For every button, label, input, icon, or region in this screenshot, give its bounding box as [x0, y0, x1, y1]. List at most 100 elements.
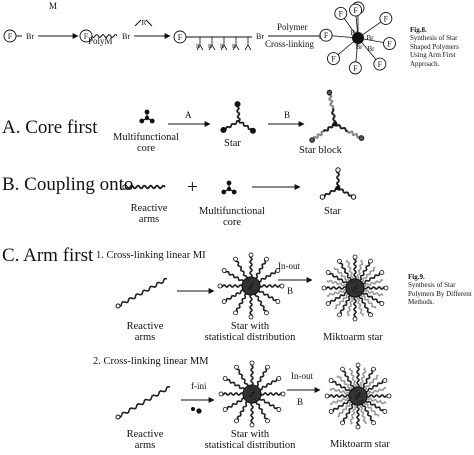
pendant-vinyl-4: [244, 37, 252, 51]
section-c-title: C. Arm first: [2, 245, 94, 266]
c2-miktoarm-core-speck-9: [354, 395, 358, 399]
c2-miktoarm-arm2-9: [329, 387, 351, 395]
c2-miktoarm-arm-6: [356, 404, 360, 428]
c2-star-end-0: [249, 360, 255, 366]
c1-miktoarm-end-4: [379, 301, 385, 306]
c2-linear-arm-end: [115, 414, 121, 420]
c2-miktoarm-arm-5: [361, 403, 375, 423]
core-b-center: [226, 186, 232, 192]
section-c-step1-in-out: In-out: [278, 261, 300, 271]
fig8-star-f-1: [379, 12, 393, 25]
c2-miktoarm-end-4: [382, 409, 388, 414]
c2-star-arm-6: [250, 402, 254, 426]
c2-star-end-8: [222, 407, 228, 412]
bromide-label-3: Br: [256, 32, 264, 41]
c1-linear-arm-end: [115, 303, 121, 309]
c2-miktoarm-core-speck-13: [358, 394, 362, 397]
c1-star-arm-8: [224, 289, 244, 303]
c1-miktoarm-core-speck-12: [353, 286, 357, 290]
c1-miktoarm-arm2-6: [346, 295, 354, 317]
c2-star-arm-2: [259, 377, 279, 391]
star-block-core: [332, 121, 338, 127]
fig8-star-f-8: [349, 3, 363, 17]
c2-star-core-speck-12: [250, 392, 254, 396]
c2-star-arm-1: [256, 366, 268, 387]
section-b-star-label: Star: [324, 206, 341, 217]
c2-miktoarm-end-6: [355, 424, 361, 430]
f-initiator-1-letter: F: [8, 32, 13, 41]
c2-star-core-speck-9: [248, 393, 252, 397]
star-block-inner-1: [334, 123, 349, 133]
fig8-star-f-7-letter: F: [339, 9, 344, 18]
section-c-step2-arms-label: Reactive arms: [126, 429, 164, 451]
c2-star-end-11: [234, 364, 239, 370]
section-c-step2-b: B: [297, 397, 304, 407]
c2-star-arm-9: [220, 392, 244, 396]
c1-miktoarm-arm-10: [327, 272, 348, 284]
c1-miktoarm-arm2-4: [360, 294, 377, 309]
reactive-arm-end: [122, 184, 128, 190]
c2-miktoarm-arm2-10: [336, 375, 353, 390]
c1-miktoarm-end-11: [337, 258, 342, 264]
c2-miktoarm-end-8: [328, 409, 334, 414]
fig8-star-f-5: [327, 52, 340, 66]
section-c-step1-arms-label: Reactive arms: [126, 321, 164, 343]
c1-miktoarm-arm2-7: [334, 293, 349, 310]
c2-star-arm-7: [236, 401, 248, 422]
c1-linear-arm: [117, 277, 168, 308]
fig8-step3-bottom: Cross-linking: [265, 39, 315, 49]
c1-star-arm-6: [249, 294, 253, 318]
section-a-core-label: Multifunctional core: [113, 132, 179, 154]
section-c-f-ini: f-ini: [191, 381, 207, 391]
c1-miktoarm-arm-5: [358, 295, 372, 315]
c2-miktoarm-end-11: [340, 366, 345, 372]
fig8-star-f-1-letter: F: [384, 14, 389, 23]
c1-star-core-speck-3: [253, 290, 257, 293]
star-block-end-0: [326, 89, 333, 96]
fig8-star-core: [352, 32, 364, 44]
c2-miktoarm-arm-10: [330, 380, 351, 392]
c2-miktoarm-core-speck-7: [353, 388, 357, 392]
c1-star-end-4: [275, 299, 281, 304]
section-c-step2-title: 2. Cross-linking linear MM: [93, 356, 209, 367]
core-b-end-0: [226, 180, 232, 186]
c2-star-arm-11: [235, 367, 249, 387]
fig8-star-f-4-letter: F: [353, 64, 358, 73]
c1-star-end-11: [233, 256, 238, 262]
reactive-arm: [126, 184, 166, 190]
fig8-star-f-2-letter: F: [387, 40, 392, 49]
star-b-arm-2: [322, 186, 339, 199]
c1-miktoarm-arm2-9: [326, 279, 348, 287]
c2-miktoarm-arm2-8: [329, 396, 350, 405]
bromide-label-1: Br: [26, 32, 34, 41]
core-b-end-1: [231, 189, 237, 195]
c2-miktoarm-end-7: [340, 420, 345, 426]
c2-star-arm-0: [250, 362, 254, 386]
c1-miktoarm-end-8: [325, 301, 331, 306]
branch-r-0: R: [196, 44, 200, 50]
c2-star-end-3: [280, 391, 286, 397]
c1-star-core-speck-10: [251, 280, 255, 284]
core-a-center: [144, 115, 150, 121]
fig8-star-f-3: [373, 57, 387, 71]
branch-r-1: R: [208, 44, 212, 50]
star-a-end-0: [234, 101, 241, 108]
c1-star-arm-10: [223, 270, 244, 282]
c2-miktoarm-core-speck-6: [355, 399, 359, 402]
core-br-3: Br: [356, 43, 364, 51]
c1-miktoarm-end-0: [352, 254, 358, 260]
c2-miktoarm-arm-4: [365, 400, 386, 412]
section-c-step2-miktoarm-label: Miktoarm star: [330, 439, 390, 450]
c1-miktoarm-end-1: [368, 258, 373, 264]
c1-star-arm-7: [235, 293, 247, 314]
c1-star-end-2: [275, 268, 281, 273]
fig9-caption-label: Fig.9.: [408, 272, 425, 281]
star-a-end-2: [220, 127, 227, 134]
c1-star-end-10: [221, 268, 227, 273]
fig8-star-f-7: [334, 6, 348, 20]
c1-star-arm-11: [234, 259, 248, 279]
c1-star-core-speck-6: [248, 289, 252, 292]
c1-miktoarm-core-speck-10: [355, 282, 359, 286]
c1-miktoarm-core-speck-3: [357, 292, 361, 295]
